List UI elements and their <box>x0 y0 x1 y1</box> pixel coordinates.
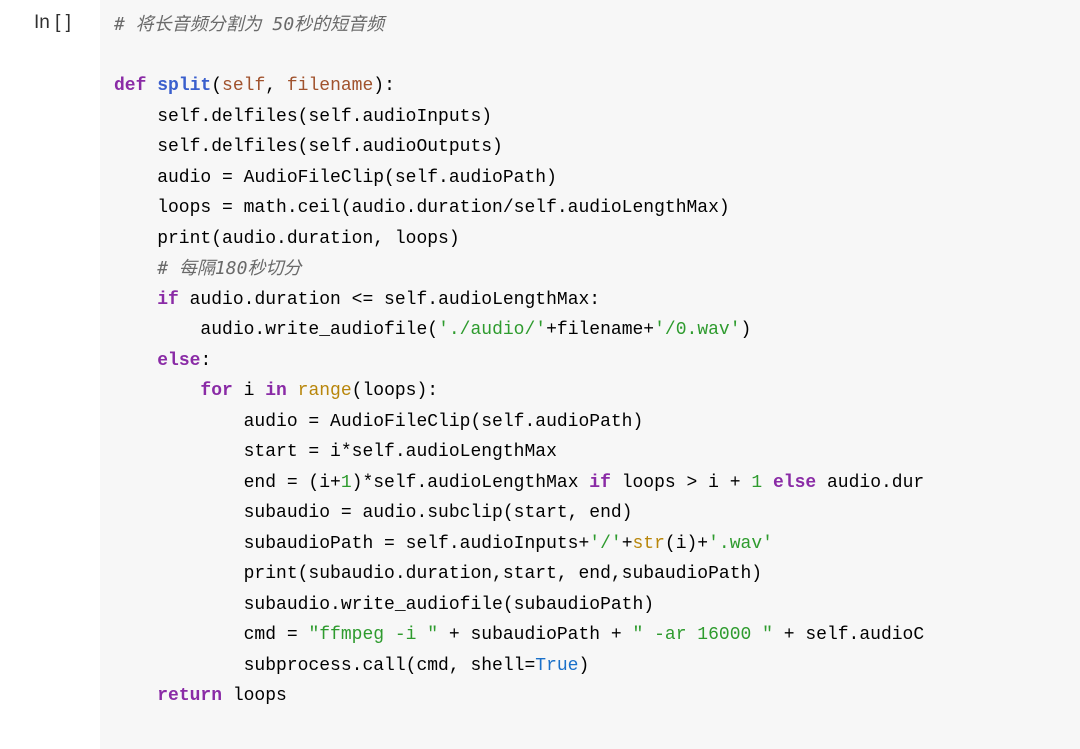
code-token: '.wav' <box>708 533 773 554</box>
code-line: return loops <box>114 681 924 712</box>
code-token: '/0.wav' <box>654 320 741 340</box>
code-token: True <box>535 655 579 676</box>
code-token: if <box>157 289 179 310</box>
code-token: loops = math.ceil(audio.duration/self.au… <box>114 198 730 218</box>
code-token: audio = AudioFileClip(self.audioPath) <box>114 167 557 188</box>
code-cell-editor[interactable]: # 将长音频分割为 50秒的短音频 def split(self, filena… <box>100 0 1080 749</box>
code-token: str <box>632 533 665 554</box>
code-token <box>114 260 157 280</box>
code-line: subprocess.call(cmd, shell=True) <box>114 651 924 682</box>
code-token: + <box>621 533 633 554</box>
code-token: # 每隔180秒切分 <box>157 258 302 279</box>
code-token: self <box>222 76 266 96</box>
code-token: range <box>297 381 352 401</box>
code-line: audio.write_audiofile('./audio/'+filenam… <box>114 315 924 346</box>
code-token: else <box>157 350 201 371</box>
code-token: print(audio.duration, loops) <box>114 228 460 249</box>
code-token: self.delfiles(self.audioInputs) <box>114 106 493 127</box>
code-token: if <box>589 472 611 493</box>
code-line: audio = AudioFileClip(self.audioPath) <box>114 407 924 438</box>
code-line: print(audio.duration, loops) <box>114 224 924 255</box>
code-line: # 将长音频分割为 50秒的短音频 <box>114 10 924 41</box>
code-token <box>146 76 157 96</box>
code-token: + self.audioC <box>772 625 925 645</box>
code-token <box>114 686 157 706</box>
code-token <box>114 290 157 310</box>
code-token: audio.duration <= self.audioLengthMax: <box>178 289 601 310</box>
code-line: self.delfiles(self.audioInputs) <box>114 102 924 133</box>
code-token: , <box>265 76 287 96</box>
code-token: '/' <box>589 533 622 554</box>
code-token: split <box>157 76 212 96</box>
code-token: ) <box>740 320 752 340</box>
code-token: audio.dur <box>816 472 925 493</box>
code-line: else: <box>114 346 924 377</box>
code-token: subaudio.write_audiofile(subaudioPath) <box>114 594 655 615</box>
code-line: subaudioPath = self.audioInputs+'/'+str(… <box>114 529 924 560</box>
code-token: 1 <box>751 472 763 493</box>
code-token <box>287 381 298 401</box>
code-token: 1 <box>340 472 352 493</box>
code-line: if audio.duration <= self.audioLengthMax… <box>114 285 924 316</box>
code-line: subaudio = audio.subclip(start, end) <box>114 498 924 529</box>
code-token <box>762 473 773 493</box>
code-token: i <box>232 381 266 401</box>
code-line: # 每隔180秒切分 <box>114 254 924 285</box>
code-token: end = (i+ <box>114 472 341 493</box>
code-token: cmd = <box>114 625 309 645</box>
code-token: : <box>200 350 212 371</box>
code-line: cmd = "ffmpeg -i " + subaudioPath + " -a… <box>114 620 925 651</box>
code-token: start = i*self.audioLengthMax <box>114 442 557 462</box>
code-token: subprocess.call(cmd, shell= <box>114 655 536 676</box>
code-token: ): <box>373 76 395 96</box>
code-token: filename <box>286 76 374 96</box>
code-area[interactable]: # 将长音频分割为 50秒的短音频 def split(self, filena… <box>114 10 924 712</box>
code-token <box>114 351 157 371</box>
code-line: self.delfiles(self.audioOutputs) <box>114 132 924 163</box>
code-line: start = i*self.audioLengthMax <box>114 437 924 468</box>
code-line: def split(self, filename): <box>114 71 924 102</box>
code-token: ( <box>211 76 223 96</box>
code-token: else <box>772 472 817 493</box>
code-token: audio = AudioFileClip(self.audioPath) <box>114 411 644 432</box>
code-token: return <box>157 686 223 706</box>
code-line: audio = AudioFileClip(self.audioPath) <box>114 163 924 194</box>
code-token: ) <box>578 655 590 676</box>
code-token: loops > i + <box>610 472 752 493</box>
code-token: +filename+ <box>546 320 655 340</box>
code-token: (loops): <box>351 381 439 401</box>
code-line <box>114 41 924 72</box>
code-token: self.delfiles(self.audioOutputs) <box>114 137 503 157</box>
code-token: './audio/' <box>438 320 547 340</box>
code-token: in <box>265 381 287 401</box>
code-token: (i)+ <box>664 533 709 554</box>
code-token: subaudioPath = self.audioInputs+ <box>114 533 590 554</box>
code-token: subaudio = audio.subclip(start, end) <box>114 503 633 523</box>
code-line: for i in range(loops): <box>114 376 924 407</box>
code-line: subaudio.write_audiofile(subaudioPath) <box>114 590 924 621</box>
code-token: loops <box>222 686 287 706</box>
code-token: # 将长音频分割为 50秒的短音频 <box>114 14 385 35</box>
input-prompt: In [ ] <box>34 12 71 33</box>
code-line: loops = math.ceil(audio.duration/self.au… <box>114 193 924 224</box>
code-token: " -ar 16000 " <box>632 625 773 645</box>
code-token <box>114 381 200 401</box>
code-line: end = (i+1)*self.audioLengthMax if loops… <box>114 468 925 499</box>
code-token: + subaudioPath + <box>438 625 633 645</box>
code-token: )*self.audioLengthMax <box>351 472 590 493</box>
code-token: audio.write_audiofile( <box>114 320 439 340</box>
code-token: def <box>114 76 147 96</box>
code-line: print(subaudio.duration,start, end,subau… <box>114 559 924 590</box>
code-token: print(subaudio.duration,start, end,subau… <box>114 564 763 584</box>
code-token: "ffmpeg -i " <box>308 625 439 645</box>
code-token: for <box>200 381 233 401</box>
